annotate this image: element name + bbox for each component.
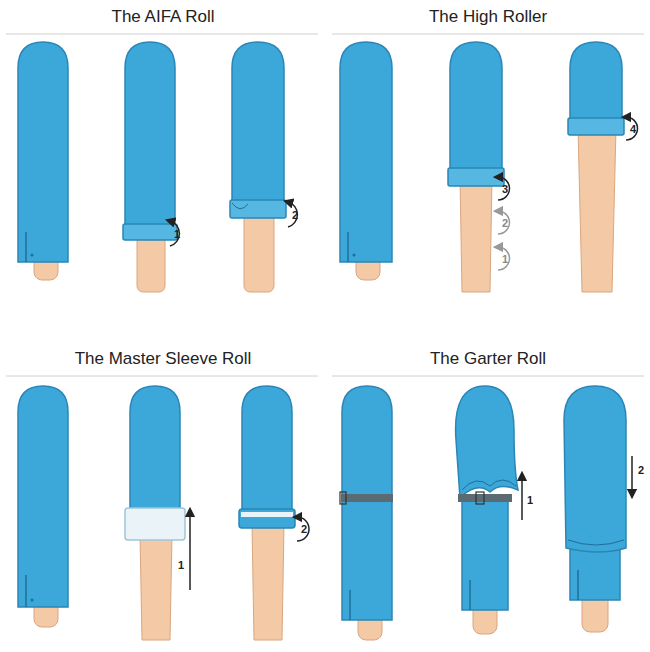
unrolled-sleeve-part — [31, 254, 34, 257]
roll-arrow-part — [498, 247, 510, 270]
unrolled-sleeve-part — [342, 386, 392, 620]
rolled-sleeve — [123, 42, 177, 292]
rolled-sleeve — [239, 386, 295, 640]
rolled-sleeve-part — [244, 210, 274, 292]
step-number: 1 — [174, 228, 180, 240]
panel-title: The Master Sleeve Roll — [75, 350, 252, 369]
unrolled-sleeve-part — [25, 232, 27, 262]
roll-arrow-part — [297, 517, 309, 541]
garter-sleeve-part — [462, 480, 516, 490]
rolled-sleeve-part — [230, 200, 286, 218]
rolled-sleeve-part — [123, 224, 177, 240]
roll-arrow — [522, 456, 632, 520]
rolled-sleeve-part — [125, 42, 175, 228]
garter-sleeve-part — [462, 498, 508, 610]
garter-strap — [341, 494, 393, 502]
unrolled-sleeve-part — [31, 599, 34, 602]
rolled-sleeve-part — [568, 118, 624, 135]
garter-strap — [458, 494, 512, 502]
garter-sleeve-part — [577, 570, 579, 600]
panel-title: The AIFA Roll — [112, 8, 215, 27]
unrolled-sleeve-part — [18, 42, 68, 262]
unrolled-sleeve — [340, 42, 392, 280]
divider-line-part — [6, 34, 318, 35]
step-number: 3 — [502, 183, 508, 195]
unrolled-sleeve — [18, 386, 68, 627]
rolled-sleeve-part — [241, 512, 293, 517]
unrolled-sleeve-part — [18, 386, 68, 607]
divider-line — [6, 34, 644, 376]
step-number: 1 — [527, 494, 533, 506]
step-number: 4 — [630, 123, 636, 135]
step-number: 2 — [638, 464, 644, 476]
roll-arrow — [170, 202, 297, 246]
unrolled-sleeve-part — [340, 42, 392, 262]
unrolled-sleeve — [18, 42, 68, 280]
step-number: 2 — [292, 209, 298, 221]
garter-sleeve-part — [456, 386, 518, 498]
rolled-sleeve-part — [460, 178, 492, 292]
rolled-sleeve — [125, 386, 185, 640]
rolled-sleeve-part — [125, 508, 185, 540]
unrolled-sleeve-part — [349, 590, 351, 620]
roll-arrow-part — [498, 177, 510, 200]
rolled-sleeve-part — [242, 386, 292, 515]
garter-sleeve-part — [469, 580, 471, 610]
rolled-sleeve-part — [450, 42, 502, 172]
rolled-sleeve — [448, 42, 504, 292]
unrolled-sleeve-part — [347, 232, 349, 262]
garter-buckle — [476, 492, 484, 504]
step-number: 2 — [301, 523, 307, 535]
rolled-sleeve-part — [232, 42, 284, 204]
panel-title: The Garter Roll — [430, 350, 546, 369]
unrolled-sleeve-part — [25, 575, 27, 607]
garter-sleeve — [456, 386, 518, 634]
roll-arrow-part — [631, 456, 633, 494]
divider-line-part — [332, 376, 644, 377]
roll-arrow-part — [498, 211, 510, 234]
rolled-sleeve-part — [252, 525, 284, 640]
roll-arrow-part — [170, 221, 179, 246]
unrolled-sleeve — [340, 386, 393, 640]
rolled-sleeve — [230, 42, 286, 292]
rolled-sleeve-part — [130, 386, 180, 515]
roll-arrow-part — [189, 512, 191, 590]
garter-sleeve-part — [564, 386, 626, 552]
step-number: 1 — [178, 559, 184, 571]
roll-arrow — [498, 117, 638, 270]
roll-arrow-part — [288, 202, 297, 227]
rolled-sleeve-part — [239, 509, 295, 528]
roll-arrow-part — [521, 476, 523, 520]
rolled-sleeve-part — [570, 42, 622, 122]
unrolled-sleeve-part — [353, 254, 356, 257]
rolled-sleeve-part — [448, 168, 504, 186]
step-number: 1 — [502, 253, 508, 265]
step-number: 2 — [502, 217, 508, 229]
garter-sleeve — [564, 386, 626, 632]
divider-line-part — [6, 376, 318, 377]
panel-title: The High Roller — [429, 8, 547, 27]
garter-buckle — [340, 492, 346, 504]
garter-sleeve-part — [568, 540, 624, 545]
rolled-sleeve-part — [140, 535, 172, 640]
divider-line-part — [332, 34, 644, 35]
rolled-sleeve — [568, 42, 624, 292]
roll-arrow — [190, 512, 309, 590]
roll-arrow-part — [626, 117, 638, 140]
rolled-sleeve-part — [578, 128, 616, 292]
rolled-sleeve-part — [232, 203, 248, 209]
